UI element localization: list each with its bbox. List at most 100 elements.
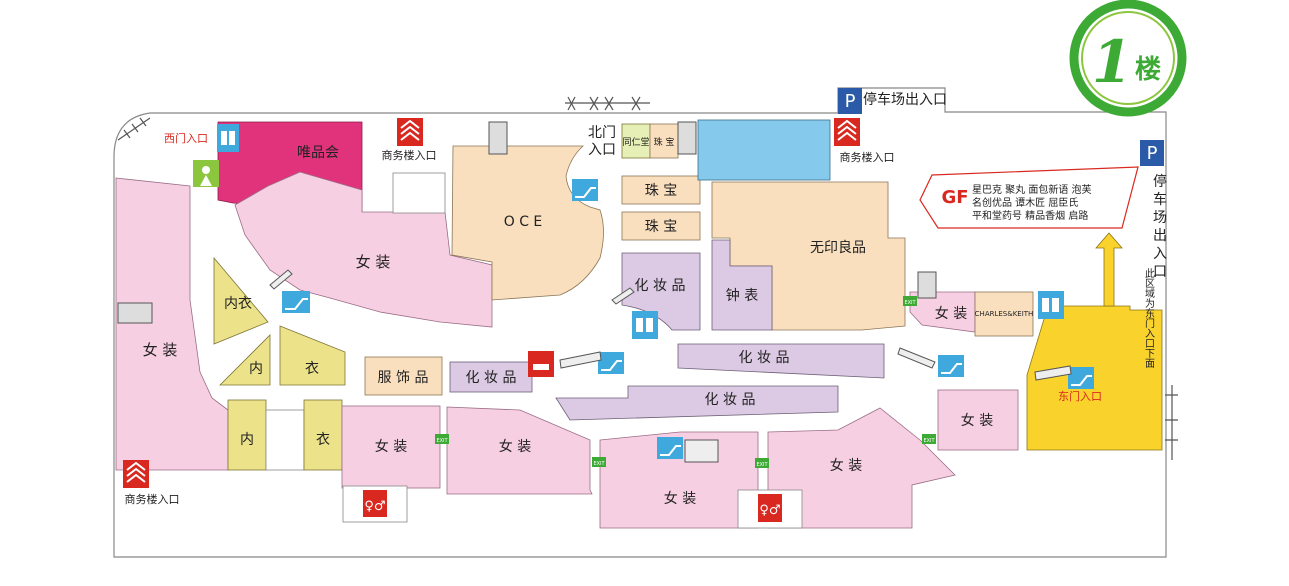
business-entrance-icon [397,118,423,146]
store-tongrentang[interactable] [621,123,651,159]
label-underwear-2a: 内 [249,361,263,377]
label-underwear-3b: 衣 [316,432,330,448]
label-womens-b4: 女 装 [830,457,862,474]
label-business-entrance-3: 商务楼入口 [125,492,180,506]
store-underwear-2a[interactable] [219,334,271,386]
label-oce: O C E [504,214,543,230]
label-parking-top: 停车场出入口 [863,91,947,108]
label-cosmetics-1: 化 妆 品 [466,370,517,386]
store-cosmetics-3[interactable] [555,385,839,421]
zone-east-gate[interactable] [1026,305,1163,451]
store-jewelry-1[interactable] [621,175,701,205]
label-east-gate: 东门入口 [1058,389,1102,403]
floor-number: 1 [1092,28,1132,96]
label-womens-r2: 女 装 [961,412,993,429]
parking-top: P [838,88,862,114]
store-oce[interactable] [451,145,604,301]
svg-text:EXIT: EXIT [923,438,935,444]
label-vipshop: 唯品会 [297,145,339,161]
svg-text:♀♂: ♀♂ [364,499,385,514]
svg-text:P: P [1147,143,1158,164]
passage [265,409,305,471]
svg-text:EXIT: EXIT [436,438,448,444]
restroom-right: ♀♂ [737,489,803,529]
elevator-icon [632,311,658,339]
label-womens-r1: 女 装 [935,305,967,322]
label-womens-b2: 女 装 [499,438,531,455]
store-underwear-2b[interactable] [279,325,346,386]
gf-line-1: 星巴克 聚丸 面包新语 泡芙 [972,183,1092,196]
label-jewelry-2: 珠 宝 [645,219,677,235]
business-entrance-icon [834,118,860,146]
label-watches: 钟 表 [726,287,758,304]
escalator-icon [572,179,598,201]
exit-tag: EXIT [922,434,936,444]
gf-line-3: 平和堂药号 精品香烟 启路 [972,209,1088,222]
store-womens-left[interactable] [115,177,229,471]
label-womens-b3: 女 装 [664,490,696,507]
store-womens-b4[interactable] [767,407,956,529]
store-womens-b2[interactable] [446,406,593,495]
store-cosmetics-1[interactable] [449,361,533,393]
store-jewelry-small[interactable] [649,123,679,159]
label-east-area-note: 此区域为东门入口下面 [1143,267,1155,369]
label-womens-b1: 女 装 [375,438,407,455]
elevator-icon [217,124,239,152]
label-parking-right: 停 [1153,173,1167,190]
elevator-icon [1038,291,1064,319]
store-jewelry-2[interactable] [621,211,701,241]
storage-box [392,172,446,214]
store-charles-keith[interactable] [974,291,1034,337]
label-jewelry-small: 珠 宝 [654,136,675,148]
floor-label: 楼 [1135,55,1161,85]
label-accessories: 服 饰 品 [378,370,429,386]
exit-tag: EXIT [755,458,769,468]
svg-text:EXIT: EXIT [756,462,768,468]
exit-tag: EXIT [903,296,917,306]
exit-tag: EXIT [592,457,606,467]
store-underwear-3a[interactable] [227,399,267,471]
store-womens-r1[interactable] [909,291,976,333]
escalator-icon [657,437,683,459]
store-accessories[interactable] [364,356,443,396]
svg-text:出: 出 [1153,228,1167,244]
svg-text:EXIT: EXIT [593,461,605,467]
label-underwear-1: 内衣 [224,296,252,312]
label-gf: GF [941,187,968,208]
exit-tag: EXIT [435,434,449,444]
gf-line-2: 名创优品 谭木匠 屈臣氏 [972,196,1078,209]
label-underwear-2b: 衣 [305,361,319,377]
blue-zone [697,119,831,181]
escalator-icon [1068,367,1094,389]
label-north-gate-1: 北门 [588,125,616,141]
label-west-gate: 西门入口 [164,131,208,145]
arrow-up-icon [1095,232,1123,307]
label-north-gate-2: 入口 [588,142,616,158]
store-watches[interactable] [711,239,773,331]
label-womens-center: 女 装 [356,253,391,271]
label-business-entrance-1: 商务楼入口 [382,148,437,162]
label-cosmetics-2: 化 妆 品 [739,350,790,366]
stairs-icon [117,121,937,324]
label-cosmetics-4: 化 妆 品 [635,278,686,294]
label-charles-keith: CHARLES&KEITH [975,310,1034,318]
escalator-graphic [269,269,1072,463]
svg-text:场: 场 [1153,210,1167,226]
store-muji[interactable] [711,181,906,331]
escalator-icon [598,352,624,374]
restroom-left: ♀♂ [342,485,408,523]
svg-text:入: 入 [1153,246,1167,262]
svg-text:♀♂: ♀♂ [759,503,780,518]
label-tongrentang: 同仁堂 [622,136,649,148]
label-business-entrance-2: 商务楼入口 [840,150,895,164]
store-womens-r2[interactable] [937,389,1019,451]
svg-text:EXIT: EXIT [904,300,916,306]
escalator-icon [938,355,964,377]
label-underwear-3a: 内 [240,432,254,448]
label-cosmetics-3: 化 妆 品 [705,392,756,408]
store-cosmetics-2[interactable] [677,343,885,379]
svg-text:车: 车 [1153,191,1167,208]
business-entrance-icon [123,460,149,488]
store-underwear-1[interactable] [213,256,269,345]
